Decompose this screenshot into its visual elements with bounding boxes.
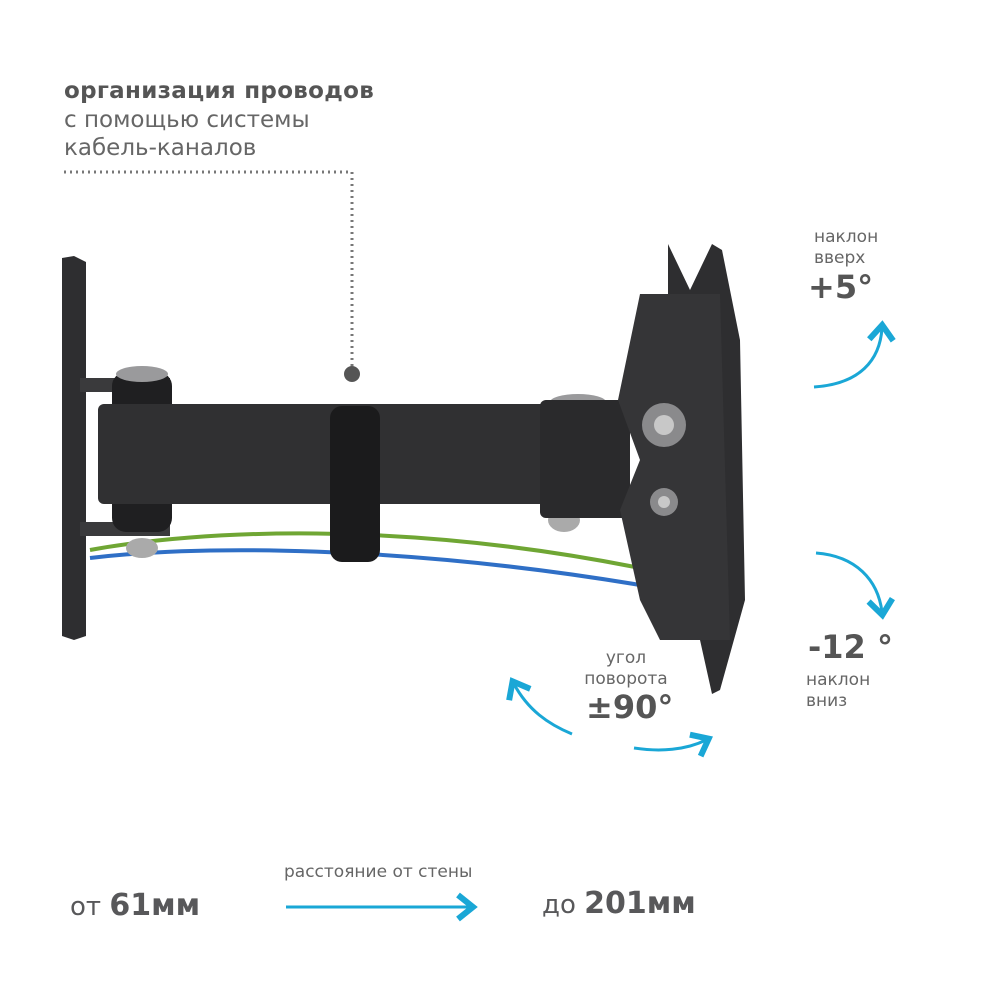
tilt-down-label-1: наклон [806, 670, 871, 690]
tilt-up-label: наклон вверх [814, 227, 878, 269]
distance-max: до 201мм [542, 886, 696, 921]
callout-title: организация проводов [64, 78, 375, 104]
swivel-value: ±90° [586, 688, 674, 726]
distance-min-value: 61мм [109, 888, 201, 923]
distance-caption: расстояние от стены [284, 862, 473, 882]
callout-line: с помощью системы [64, 107, 310, 133]
callout-leader [64, 170, 360, 382]
distance-min: от 61мм [70, 888, 200, 923]
tilt-up-arrow [813, 320, 896, 389]
callout-line: кабель-каналов [64, 135, 257, 161]
tilt-down-label: наклон вниз [806, 670, 870, 712]
tilt-down-label-2: вниз [806, 691, 848, 711]
swivel-label-1: угол [605, 648, 647, 668]
tilt-down-value: -12 ° [808, 628, 893, 666]
distance-min-prefix: от [70, 892, 102, 922]
distance-max-value: 201мм [584, 886, 696, 921]
tilt-up-label-2: вверх [814, 248, 866, 268]
swivel-arrow-right [633, 731, 713, 758]
tilt-up-value: +5° [808, 268, 874, 306]
vesa-plate [618, 244, 745, 694]
tilt-down-arrow [815, 551, 895, 620]
swivel-label: угол поворота [570, 648, 682, 690]
tilt-up-label-1: наклон [814, 227, 879, 247]
swivel-label-2: поворота [584, 669, 668, 689]
swivel-arrow-left [506, 677, 573, 736]
arm [98, 366, 630, 562]
distance-max-prefix: до [542, 890, 576, 920]
